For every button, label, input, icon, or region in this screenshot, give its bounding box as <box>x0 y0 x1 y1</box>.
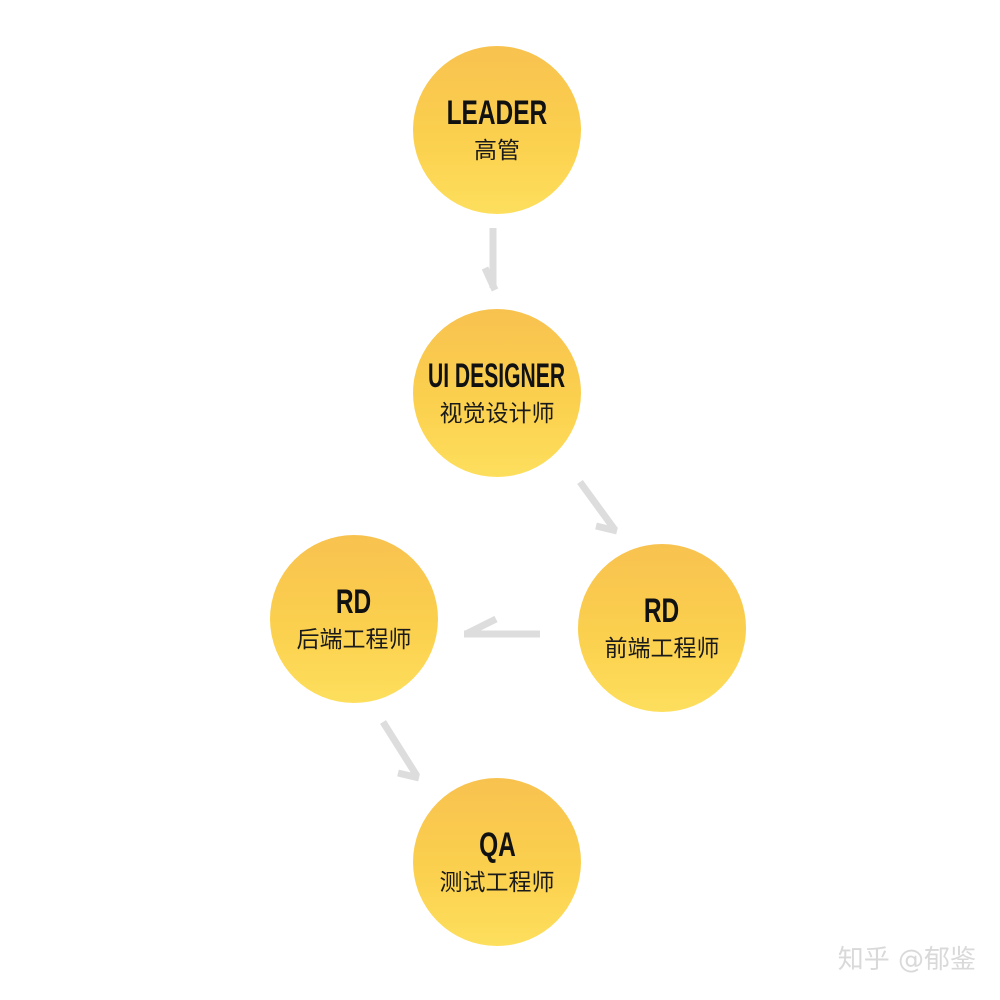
node-leader: LEADER 高管 <box>413 46 581 214</box>
arrow-rd-front-to-rd-back <box>464 615 540 638</box>
arrow-ui-to-rd-front <box>577 479 618 535</box>
node-leader-title: 高管 <box>474 138 520 164</box>
watermark: 知乎 @郁鉴 <box>837 945 976 975</box>
node-rd-frontend-title: 前端工程师 <box>604 636 720 662</box>
node-leader-role: LEADER <box>446 94 548 132</box>
arrow-leader-to-ui <box>481 228 499 292</box>
node-ui-designer-title: 视觉设计师 <box>439 401 555 427</box>
node-rd-backend-title: 后端工程师 <box>296 627 412 653</box>
node-qa-title: 测试工程师 <box>439 870 555 896</box>
node-rd-frontend: RD 前端工程师 <box>578 544 746 712</box>
node-rd-backend-role: RD <box>336 583 372 621</box>
node-ui-designer-role: UI DESIGNER <box>428 357 566 395</box>
arrow-rd-back-to-qa <box>380 720 420 782</box>
node-rd-backend: RD 后端工程师 <box>270 535 438 703</box>
node-qa-role: QA <box>478 826 516 864</box>
node-qa: QA 测试工程师 <box>413 778 581 946</box>
node-rd-frontend-role: RD <box>644 592 680 630</box>
node-ui-designer: UI DESIGNER 视觉设计师 <box>413 309 581 477</box>
